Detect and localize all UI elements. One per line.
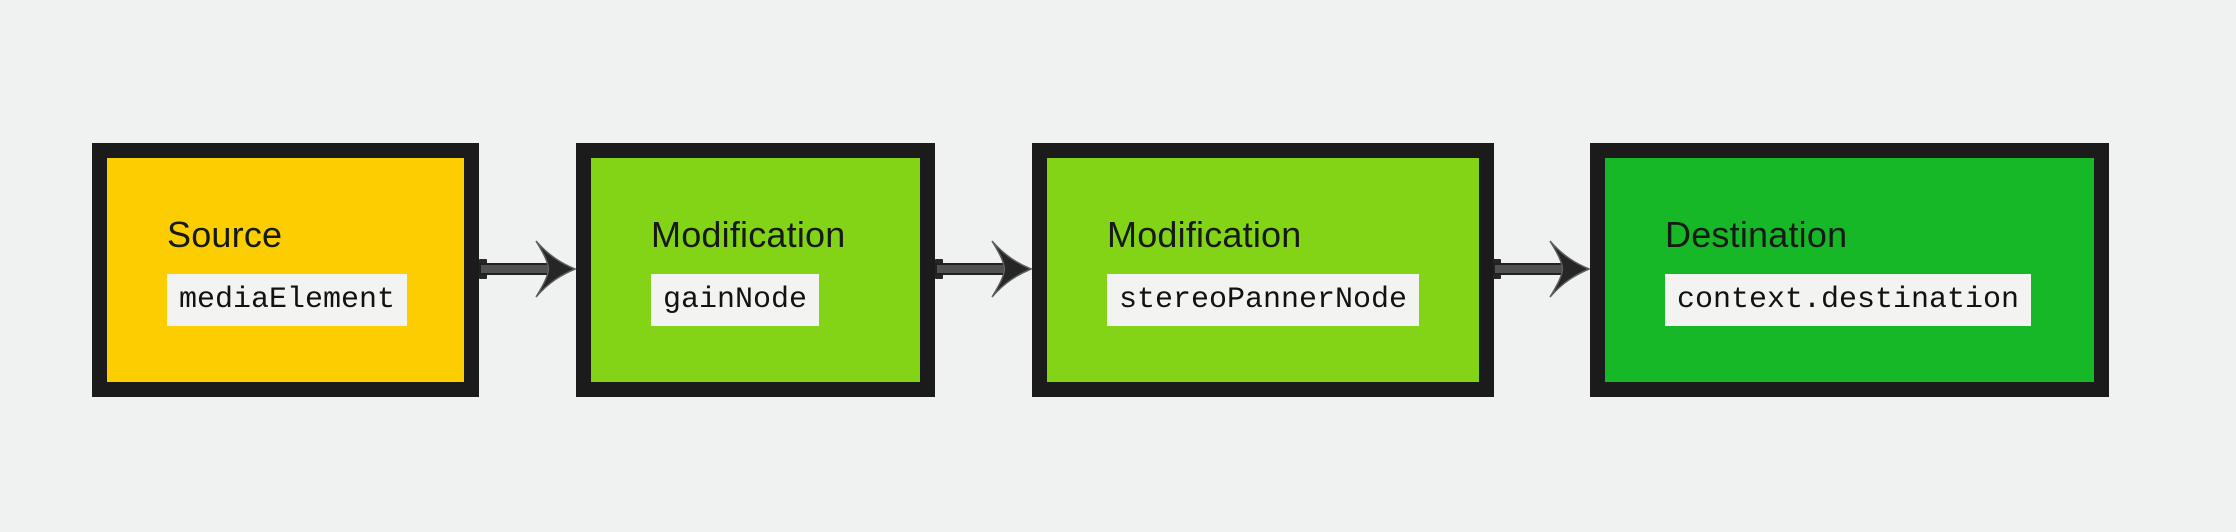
- node-type-label: Modification: [651, 214, 846, 255]
- node-source: Source mediaElement: [92, 143, 479, 397]
- node-type-label: Source: [167, 214, 283, 255]
- node-modification-stereo-panner: Modification stereoPannerNode: [1032, 143, 1494, 397]
- node-code-chip: mediaElement: [167, 274, 408, 326]
- arrow-right-icon: [1493, 240, 1590, 298]
- node-destination: Destination context.destination: [1590, 143, 2109, 397]
- node-code-chip: gainNode: [651, 274, 820, 326]
- arrow-right-icon: [935, 240, 1032, 298]
- node-type-label: Modification: [1107, 214, 1302, 255]
- arrow-right-icon: [479, 240, 576, 298]
- node-code-chip: stereoPannerNode: [1107, 274, 1420, 326]
- node-code-chip: context.destination: [1665, 274, 2032, 326]
- node-type-label: Destination: [1665, 214, 1848, 255]
- node-modification-gain: Modification gainNode: [576, 143, 935, 397]
